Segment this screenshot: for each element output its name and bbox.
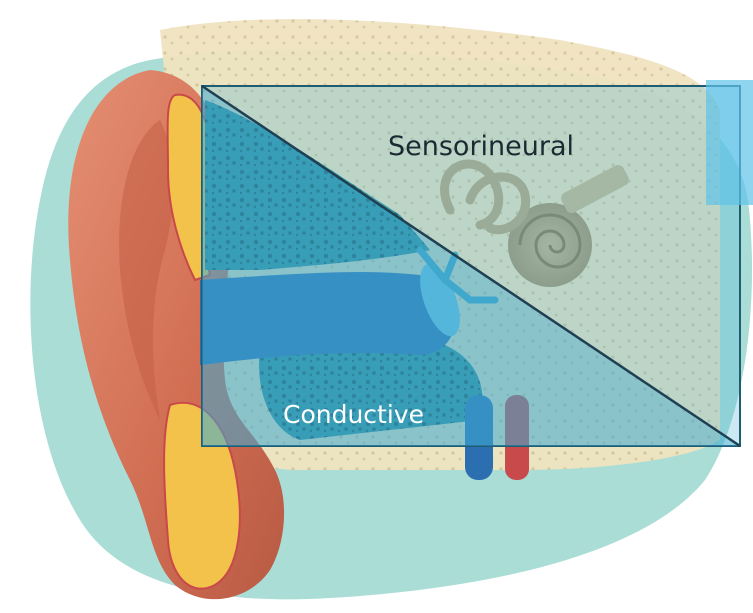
edge-highlight	[706, 80, 753, 205]
conductive-label: Conductive	[283, 400, 424, 429]
sensorineural-label: Sensorineural	[388, 131, 574, 162]
